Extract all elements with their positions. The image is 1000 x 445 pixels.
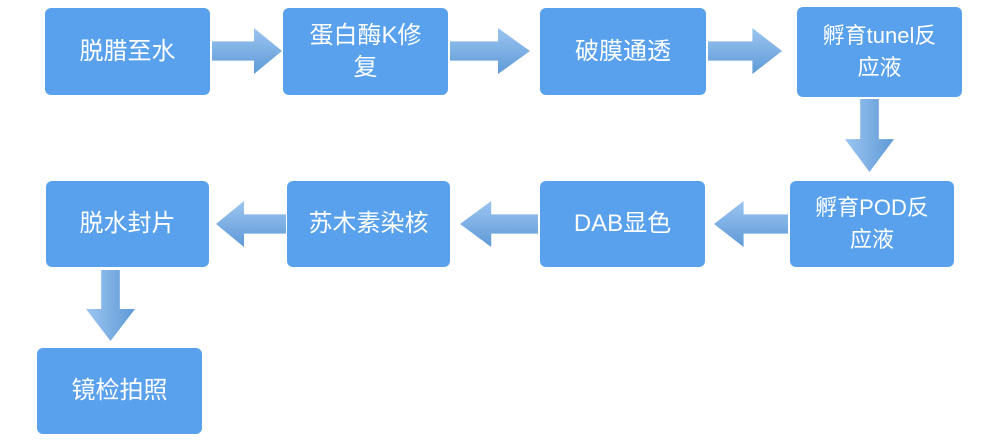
right-arrow-icon — [212, 28, 282, 74]
right-arrow-icon — [708, 28, 782, 74]
step-proteinase-k-repair: 蛋白酶K修复 — [283, 8, 448, 95]
down-arrow-icon — [845, 99, 894, 172]
step-dehydrate-coverslip: 脱水封片 — [46, 181, 209, 267]
left-arrow-icon — [714, 201, 788, 247]
step-membrane-permeabilization: 破膜通透 — [540, 8, 706, 95]
left-arrow-icon — [216, 201, 286, 247]
down-arrow-icon — [86, 270, 135, 341]
step-dab-color-development: DAB显色 — [540, 181, 705, 267]
right-arrow-icon — [450, 28, 530, 74]
step-incubate-tunel-reaction: 孵育tunel反应液 — [797, 7, 962, 97]
step-hematoxylin-counterstain: 苏木素染核 — [287, 181, 450, 267]
step-microscopy-photograph: 镜检拍照 — [37, 348, 202, 434]
left-arrow-icon — [460, 201, 538, 247]
step-incubate-pod-reaction: 孵育POD反应液 — [790, 181, 954, 267]
step-dewax-to-water: 脱腊至水 — [45, 8, 210, 95]
